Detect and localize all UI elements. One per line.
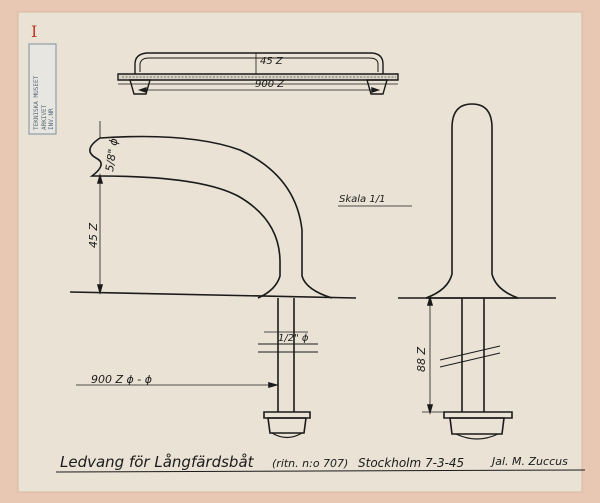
top-view-rail-inner <box>139 57 379 72</box>
drawing-ref: (ritn. n:o 707) <box>272 457 348 470</box>
top-view-rail <box>134 52 384 74</box>
side-view-arm-top <box>99 135 333 299</box>
stamp-line-1: TEKNISKA MUSEET <box>33 75 40 130</box>
top-view-foot-left <box>129 79 151 95</box>
title-underline <box>55 469 586 473</box>
stamp-line-3: INV.NR <box>48 108 55 130</box>
side-view-diameter-dim: 5/8" ϕ <box>103 137 121 172</box>
top-view-foot-right <box>366 79 388 95</box>
top-view-height-dim: 45 Z <box>260 56 284 67</box>
side-view-height-dim: 45 Z <box>87 223 100 248</box>
top-view <box>117 52 399 95</box>
side-view-washer <box>263 411 311 419</box>
top-view-length-dim: 900 Z <box>255 79 285 90</box>
corner-mark: I <box>31 22 37 41</box>
signature: Jal. M. Zuccus <box>490 455 568 468</box>
front-view-washer <box>443 411 513 419</box>
side-view-nut <box>267 417 307 434</box>
stamp-line-2: ARKIVET <box>41 104 48 130</box>
place-date: Stockholm 7-3-45 <box>358 456 464 470</box>
side-view-spacing-note: 900 Z ϕ - ϕ <box>91 373 152 386</box>
side-view-bolt-dim: 1/2" ϕ <box>278 333 309 344</box>
scale-note: Skala 1/1 <box>339 194 385 205</box>
side-view-break <box>89 137 102 177</box>
front-view-nut <box>449 417 505 435</box>
side-view-deck-line <box>69 291 357 299</box>
top-view-base-plate <box>117 73 399 81</box>
drawing-title: Ledvang för Långfärdsbåt <box>60 453 255 471</box>
front-view-bolt-length-dim: 88 Z <box>415 347 428 372</box>
side-view-arm-bottom <box>99 175 281 299</box>
front-view <box>398 103 556 440</box>
title-block: Ledvang för Långfärdsbåt (ritn. n:o 707)… <box>55 453 586 473</box>
archive-stamp: TEKNISKA MUSEET ARKIVET INV.NR <box>28 43 57 135</box>
side-view <box>69 121 357 439</box>
paper-edge <box>17 11 583 493</box>
front-view-handle <box>425 103 519 299</box>
